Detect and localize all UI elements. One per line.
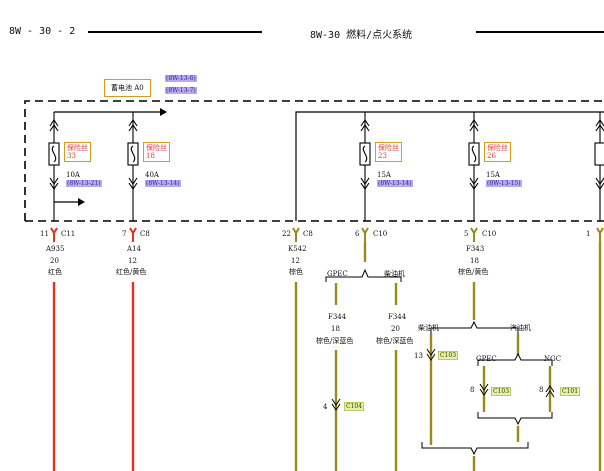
connector-4-id: C10: [373, 230, 388, 238]
wire-1-color: 红色: [48, 268, 62, 276]
branch2-ngc-label: NGC: [544, 355, 562, 363]
branch2-pin13: 13: [414, 352, 423, 360]
fuse-33-rating: 10A: [66, 171, 80, 179]
connector-5-pin: 5: [464, 230, 469, 238]
battery-ref-2[interactable]: (8W-13-7): [165, 87, 197, 94]
battery-label: 蓄电池 A0: [104, 79, 151, 97]
wire-1-gauge: 20: [50, 257, 59, 265]
connector-6-pin: 1: [586, 230, 591, 238]
battery-ref-1[interactable]: (8W-13-6): [165, 75, 197, 82]
wire-5-gauge: 18: [470, 257, 479, 265]
fuse-26-ref[interactable]: (8W-13-15): [486, 180, 522, 187]
wire-2-gauge: 12: [128, 257, 137, 265]
wire-3-gauge: 12: [291, 257, 300, 265]
connector-3-id: C8: [303, 230, 313, 238]
wire-1-code: A935: [46, 245, 65, 253]
branch2-c13[interactable]: C103: [438, 351, 459, 360]
aux-arrow-icon: [78, 198, 85, 206]
section-title: 8W-30 燃料/点火系统: [310, 30, 413, 41]
fuse-23-rating: 15A: [377, 171, 391, 179]
pdc-box-top-left: [24, 100, 604, 221]
branch1-left-gauge: 18: [331, 325, 340, 333]
branch1-left-label: GPEC: [327, 270, 348, 278]
connector-1-pin: 11: [40, 230, 49, 238]
branch1-right-color: 棕色/深蓝色: [376, 337, 414, 345]
connector-5-id: C10: [482, 230, 497, 238]
branch1-right-gauge: 20: [391, 325, 400, 333]
wire-2-color: 红色/黄色: [116, 268, 147, 276]
fuse-23-ref[interactable]: (8W-13-14): [377, 180, 413, 187]
wire-3-code: K542: [288, 245, 307, 253]
branch1-left-color: 棕色/深蓝色: [316, 337, 354, 345]
fuse-26-rating: 15A: [486, 171, 500, 179]
branch2-right-label: 汽油机: [510, 324, 531, 332]
connector-4-pin: 6: [355, 230, 360, 238]
branch2-conn-a[interactable]: C103: [491, 387, 512, 396]
page-code: 8W - 30 - 2: [9, 26, 76, 37]
connector-3-pin: 22: [282, 230, 291, 238]
branch1-conn-id[interactable]: C104: [344, 402, 365, 411]
branch1-right-wire: F344: [388, 313, 407, 321]
wire-2-code: A14: [127, 245, 141, 253]
bus-bar: [295, 111, 604, 221]
wire-5-code: F343: [466, 245, 485, 253]
fuse-33-ref[interactable]: (8W-13-21): [66, 180, 102, 187]
branch2-conn-b[interactable]: C101: [560, 387, 581, 396]
wire-5-color: 棕色/黄色: [458, 268, 489, 276]
connector-1-id: C11: [61, 230, 76, 238]
branch1-right-label: 柴油机: [384, 270, 405, 278]
branch1-conn-pin: 4: [323, 403, 328, 411]
wire-3-color: 棕色: [289, 268, 303, 276]
fuse-18-rating: 40A: [145, 171, 159, 179]
fuse-18-ref[interactable]: (8W-13-14): [145, 180, 181, 187]
branch2-pin-b: 8: [539, 386, 544, 394]
branch2-gpec-label: GPEC: [476, 355, 497, 363]
connector-2-pin: 7: [122, 230, 127, 238]
branch2-pin-a: 8: [470, 386, 475, 394]
connector-2-id: C8: [140, 230, 150, 238]
branch2-left-label: 柴油机: [418, 324, 439, 332]
battery-feed-arrow-icon: [160, 108, 167, 116]
branch1-left-wire: F344: [328, 313, 347, 321]
